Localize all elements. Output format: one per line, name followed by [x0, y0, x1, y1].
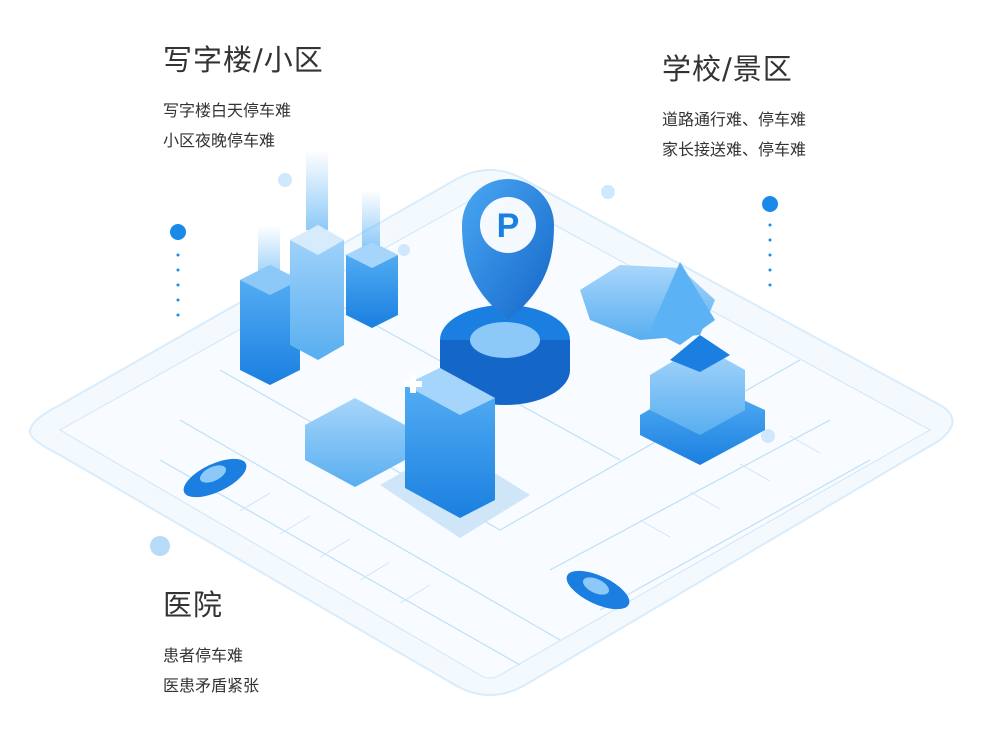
- section-line: 写字楼白天停车难: [163, 101, 292, 120]
- section-school-scenic: 学校/景区 道路通行难、停车难 家长接送难、停车难: [662, 51, 806, 165]
- car-icon: [566, 570, 630, 610]
- school-scenic: [580, 262, 765, 465]
- car-icon: [183, 458, 247, 498]
- office-buildings: [240, 150, 398, 385]
- section-line: 医患矛盾紧张: [163, 676, 260, 695]
- section-line: 患者停车难: [163, 646, 244, 665]
- section-line: 道路通行难、停车难: [662, 110, 807, 129]
- section-office-residential: 写字楼/小区 写字楼白天停车难 小区夜晚停车难: [163, 42, 324, 156]
- hospital-building: [305, 368, 530, 538]
- section-title: 学校/景区: [662, 52, 793, 86]
- section-hospital: 医院 患者停车难 医患矛盾紧张: [163, 587, 259, 701]
- parking-pin-icon: P: [440, 179, 570, 405]
- pin-label: P: [497, 207, 520, 245]
- section-title: 医院: [163, 588, 224, 622]
- section-line: 家长接送难、停车难: [662, 140, 807, 159]
- decor-dots: [150, 173, 778, 556]
- section-line: 小区夜晚停车难: [163, 131, 276, 150]
- section-title: 写字楼/小区: [163, 43, 324, 77]
